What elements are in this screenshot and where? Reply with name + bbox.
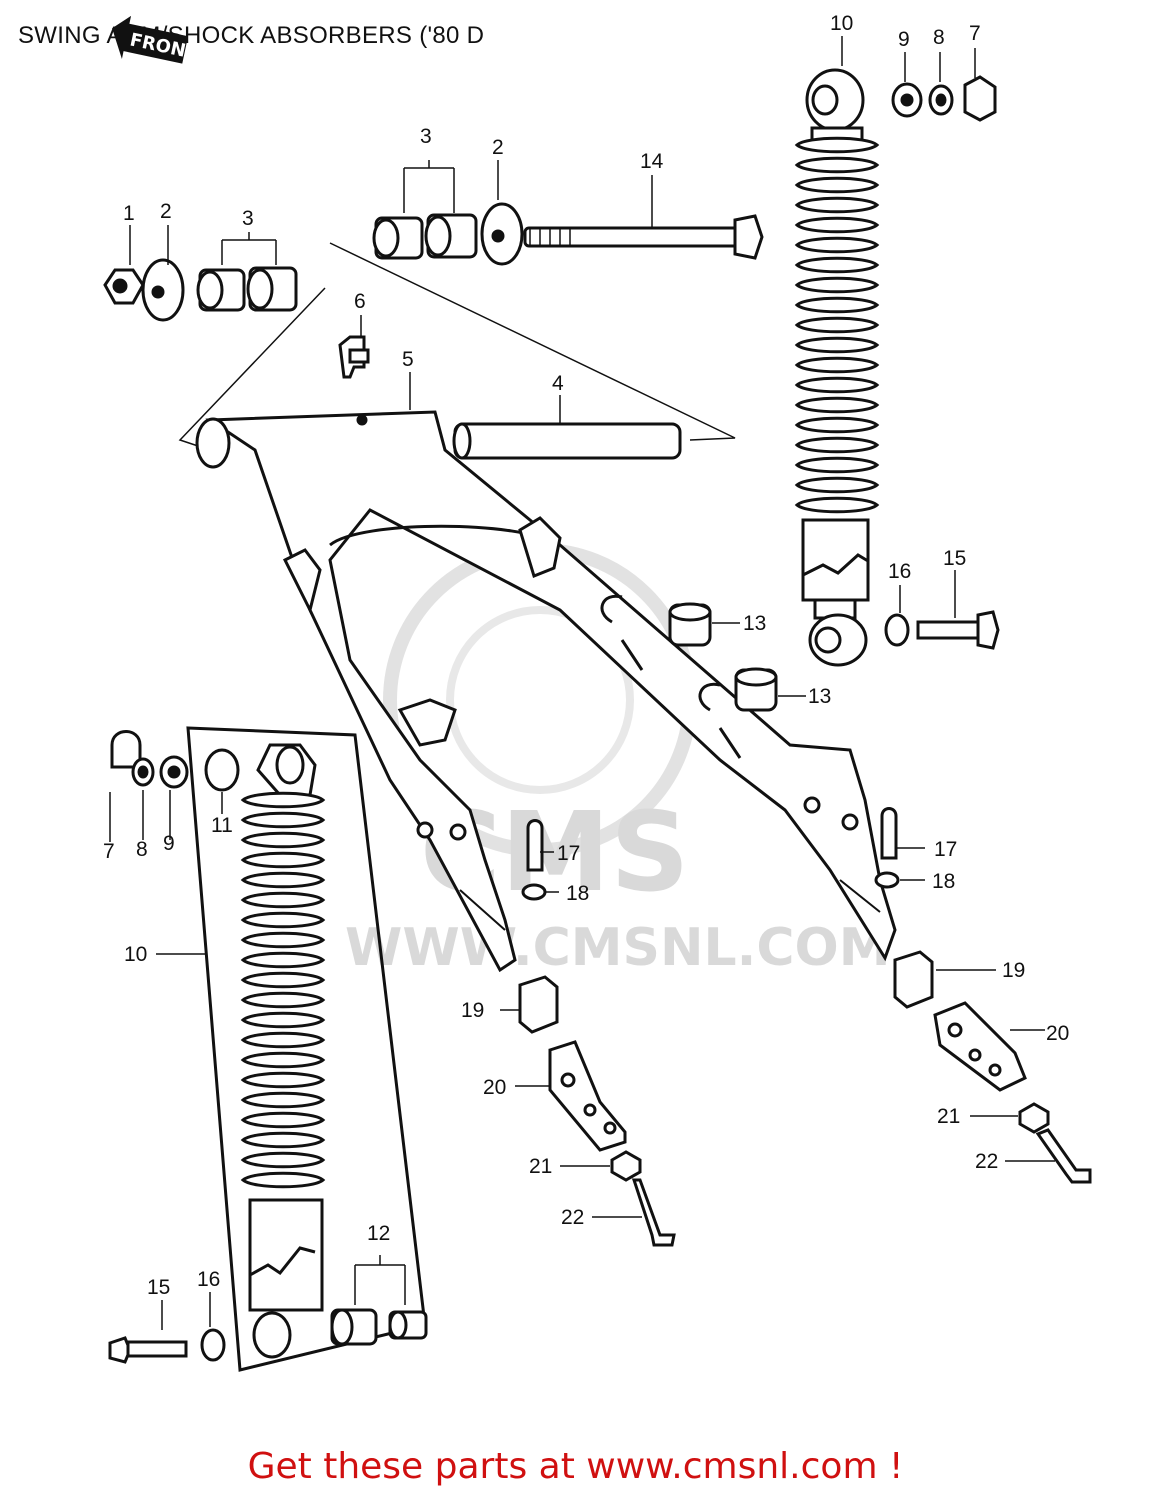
watermark-url: WWW.CMSNL.COM — [345, 918, 890, 978]
callout-18a: 18 — [566, 882, 589, 905]
washer-2-top — [480, 202, 524, 266]
cap-hardware-left — [110, 730, 189, 789]
bushing-11 — [204, 748, 240, 792]
shock-absorber-10-right — [795, 68, 879, 667]
callout-8b: 8 — [136, 838, 148, 861]
callout-3a: 3 — [242, 207, 254, 230]
footer-parts-link[interactable]: Get these parts at www.cmsnl.com ! — [247, 1446, 904, 1487]
shock-bolt-left — [108, 1328, 226, 1364]
callout-18b: 18 — [932, 870, 955, 893]
callout-1: 1 — [123, 202, 135, 225]
front-direction-badge: FRONT — [112, 15, 200, 64]
bushing-3-top-b — [424, 213, 478, 259]
nut-21-right — [1018, 1102, 1050, 1134]
shock-bolt-right — [884, 610, 1000, 650]
bolt-22-right — [1035, 1128, 1092, 1184]
pivot-bolt-14 — [523, 214, 764, 260]
callout-16a: 16 — [888, 560, 911, 583]
block-19-right — [893, 950, 934, 1009]
callout-13a: 13 — [743, 612, 766, 635]
washer-16-right — [884, 613, 910, 647]
chain-adjuster-left — [518, 819, 676, 1247]
callout-17b: 17 — [934, 838, 957, 861]
callout-10a: 10 — [830, 12, 853, 35]
nut-21-left — [610, 1150, 642, 1182]
callout-7a: 7 — [969, 22, 981, 45]
callout-16b: 16 — [197, 1268, 220, 1291]
bushing-3-left-b — [246, 266, 298, 312]
pivot-shaft-4 — [452, 422, 682, 460]
block-19-left — [518, 975, 559, 1034]
bolt-17-right — [880, 807, 898, 860]
callout-12: 12 — [367, 1222, 390, 1245]
callout-9a: 9 — [898, 28, 910, 51]
plate-20-right — [933, 1001, 1027, 1092]
bushing-3-top-a — [372, 216, 424, 260]
callout-21b: 21 — [937, 1105, 960, 1128]
grommet-13-b — [734, 667, 778, 712]
callout-11: 11 — [211, 814, 233, 837]
chain-adjuster-right — [874, 807, 1092, 1184]
grommet-13-a — [668, 602, 712, 647]
shock-absorber-10-left — [204, 743, 325, 1359]
callout-7b: 7 — [103, 840, 115, 863]
cap-hardware-right — [891, 75, 997, 122]
pivot-hardware-top — [372, 202, 764, 266]
nut-18-right — [874, 871, 900, 889]
callout-22b: 22 — [975, 1150, 998, 1173]
swing-arm-5 — [195, 410, 897, 973]
callout-4: 4 — [552, 372, 564, 395]
callout-19b: 19 — [1002, 959, 1025, 982]
callout-20a: 20 — [483, 1076, 506, 1099]
bushing-3-left-a — [196, 268, 246, 312]
callout-2b: 2 — [492, 136, 504, 159]
callout-22a: 22 — [561, 1206, 584, 1229]
callout-13b: 13 — [808, 685, 831, 708]
pivot-hardware-left — [103, 258, 298, 322]
callout-9b: 9 — [163, 832, 175, 855]
callout-10b: 10 — [124, 943, 147, 966]
callout-20b: 20 — [1046, 1022, 1069, 1045]
leader-lines — [109, 36, 1055, 1330]
callout-14: 14 — [640, 150, 664, 173]
grease-nipple-6 — [338, 335, 370, 379]
cap-nut-7-right — [963, 75, 997, 122]
callout-3b: 3 — [420, 125, 432, 148]
callout-numbers: 1 2 3 3 2 14 6 5 4 10 9 8 7 16 15 13 13 … — [103, 12, 1069, 1299]
callout-2a: 2 — [160, 200, 172, 223]
callout-6: 6 — [354, 290, 366, 313]
callout-5: 5 — [402, 348, 414, 371]
callout-15b: 15 — [147, 1276, 170, 1299]
nut-1 — [103, 268, 145, 305]
bushings-12 — [330, 1308, 428, 1346]
washer-2-left — [141, 258, 185, 322]
chain-guide-clips — [600, 594, 742, 759]
callout-21a: 21 — [529, 1155, 552, 1178]
plate-20-left — [548, 1040, 627, 1152]
diagram-title: SWING ARM/SHOCK ABSORBERS ('80 D — [18, 22, 485, 49]
bolt-17-left — [526, 819, 544, 872]
exploded-parts-diagram: CMS WWW.CMSNL.COM FRONT — [103, 12, 1092, 1372]
nut-18-left — [521, 883, 547, 901]
washer-16-left — [200, 1328, 226, 1362]
callout-19a: 19 — [461, 999, 484, 1022]
callout-15a: 15 — [943, 547, 966, 570]
callout-17a: 17 — [557, 842, 580, 865]
bolt-22-left — [631, 1178, 676, 1247]
callout-8a: 8 — [933, 26, 945, 49]
